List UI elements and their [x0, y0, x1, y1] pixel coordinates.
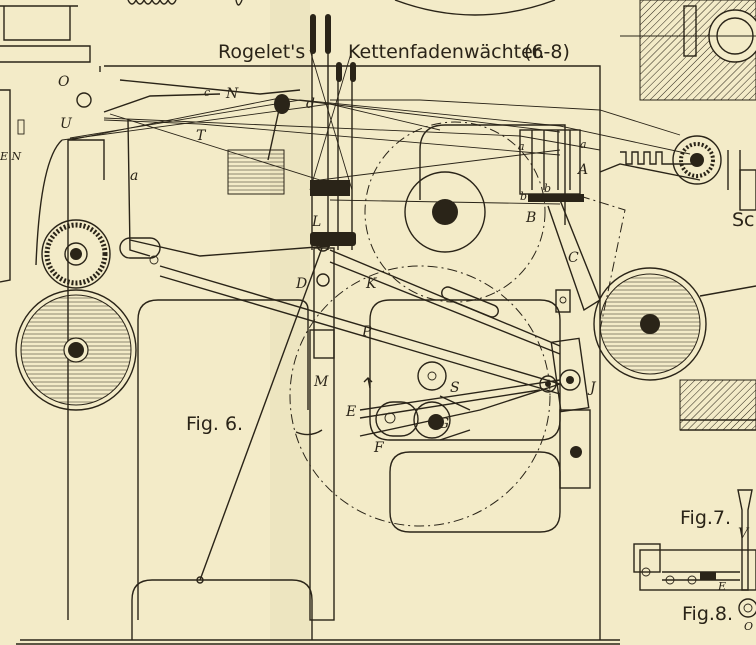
- label-O: O: [58, 74, 70, 90]
- part-labels: O U c N T a d L D K P M E F G S J a a A …: [58, 74, 753, 633]
- plate-subtitle-refs: (6-8): [524, 41, 570, 63]
- left-edge-fragment: E N: [0, 89, 25, 283]
- label-L: L: [311, 214, 321, 230]
- label-b1: b: [544, 182, 551, 195]
- edge-text-left: E N: [0, 150, 22, 163]
- bearing-block: [620, 0, 756, 101]
- heddle-frame: [227, 14, 356, 250]
- fig8-caption: Fig.8.: [682, 603, 733, 625]
- warp-threads: [61, 97, 691, 205]
- plate-subtitle: Kettenfadenwächter.: [348, 41, 545, 63]
- label-P: P: [361, 324, 372, 340]
- label-d: d: [306, 96, 315, 112]
- warp-beam-rolls: [15, 139, 137, 411]
- label-D: D: [295, 276, 307, 292]
- label-T: T: [196, 128, 207, 144]
- label-C: C: [568, 250, 579, 266]
- label-S: S: [450, 380, 460, 396]
- right-roller: [599, 135, 756, 211]
- label-N: N: [225, 86, 239, 102]
- fig7-caption: Fig.7.: [680, 507, 731, 529]
- lever-linkage: [76, 79, 591, 621]
- label-c: c: [204, 86, 210, 99]
- label-A: A: [576, 162, 588, 178]
- label-G: G: [438, 416, 449, 432]
- paper-fold: [270, 0, 310, 645]
- dash-circle-lower: [289, 265, 551, 527]
- label-a2: a: [580, 138, 587, 151]
- label-E: E: [345, 404, 356, 420]
- detector-assembly: [519, 129, 626, 331]
- edge-text-right: Sc: [732, 209, 755, 231]
- label-U: U: [60, 116, 73, 132]
- cloth-roll: [593, 267, 756, 431]
- label-M: M: [313, 374, 329, 390]
- label-O8: O: [744, 620, 753, 633]
- label-K: K: [365, 276, 378, 292]
- label-E8: E: [717, 580, 726, 593]
- label-a1: a: [518, 140, 525, 153]
- top-fragments: [0, 0, 556, 63]
- fig7-fig8-detail: [633, 489, 756, 618]
- label-V: V: [738, 526, 750, 542]
- label-a-left: a: [130, 168, 138, 184]
- plate-title: Rogelet's: [218, 41, 305, 63]
- label-F: F: [373, 440, 385, 456]
- label-J: J: [587, 380, 597, 396]
- cam-wheel: [404, 171, 486, 253]
- fig6-caption: Fig. 6.: [186, 413, 243, 435]
- label-b: b: [520, 190, 527, 203]
- cam-hub: [432, 199, 458, 225]
- label-B: B: [525, 210, 536, 226]
